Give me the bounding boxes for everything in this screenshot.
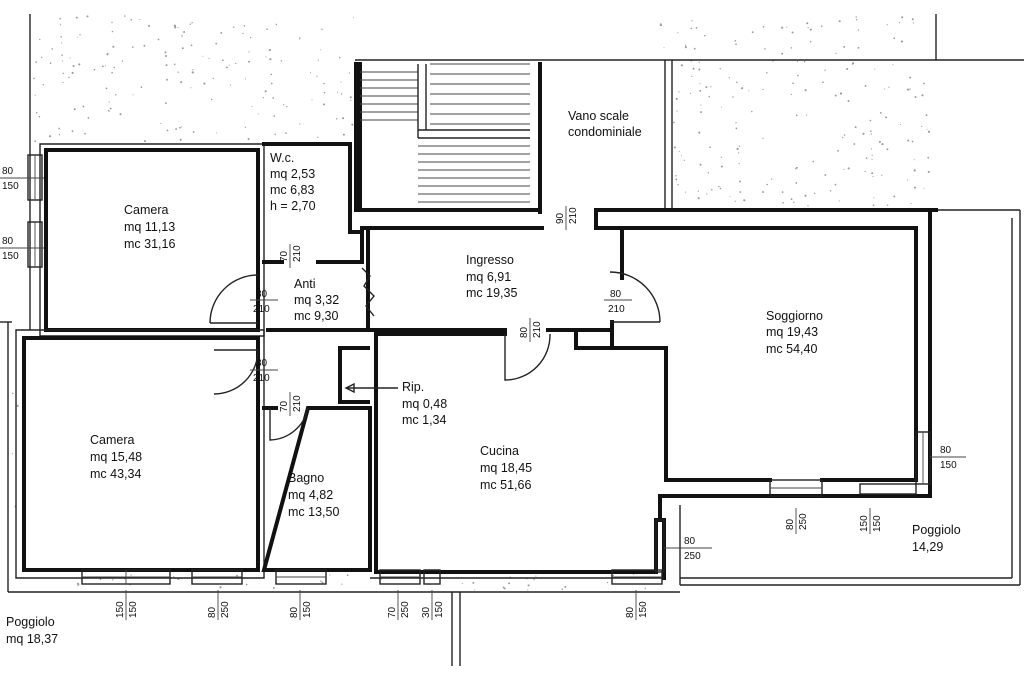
stipple-texture: [11, 15, 931, 591]
wc-mc: mc 6,83: [270, 183, 315, 197]
ingresso-mq: mq 6,91: [466, 270, 511, 284]
dim-win-cam-bot-2-h: 250: [220, 601, 231, 618]
anti-mq: mq 3,32: [294, 293, 339, 307]
soggiorno-mq: mq 19,43: [766, 325, 818, 339]
dim-win-cucina-3-h: 150: [638, 601, 649, 618]
dimension-labels-rotated: 70 210 70 210 90 210 80 210 80 250 150 1…: [115, 207, 883, 618]
dim-win-sogg-b2-h: 150: [872, 515, 883, 532]
dim-door-anti-bottom-w: 80: [256, 358, 268, 369]
dim-win-cam-top-2-h: 150: [2, 251, 19, 262]
soggiorno-name: Soggiorno: [766, 309, 823, 323]
camera-bottom-mq: mq 15,48: [90, 450, 142, 464]
poggiolo-left-name: Poggiolo: [6, 615, 55, 629]
rip-mc: mc 1,34: [402, 413, 447, 427]
bagno-name: Bagno: [288, 471, 324, 485]
dim-win-sogg-right-w: 80: [940, 445, 952, 456]
dim-door-bagno-h: 210: [292, 395, 303, 412]
cucina-name: Cucina: [480, 444, 519, 458]
anti-name: Anti: [294, 277, 316, 291]
dim-win-cam-top-1-w: 80: [2, 166, 14, 177]
dim-win-cam-bot-2-w: 80: [207, 606, 218, 618]
walls: [15, 142, 938, 580]
dim-door-anti-bottom-h: 210: [253, 373, 270, 384]
dim-win-cam-bot-h: 150: [128, 601, 139, 618]
dim-win-cam-bot-w: 150: [115, 601, 126, 618]
vano-scale-label-2: condominiale: [568, 125, 642, 139]
camera-top-mq: mq 11,13: [124, 220, 175, 234]
vano-scale-label-1: Vano scale: [568, 109, 629, 123]
dim-win-cucina-3-w: 80: [625, 606, 636, 618]
dim-door-soggiorno-w: 80: [610, 289, 622, 300]
windows: [27, 154, 931, 585]
dimension-labels: 80 150 80 150 80 210 80 210 80 210 80 15…: [2, 166, 957, 562]
rip-mq: mq 0,48: [402, 397, 447, 411]
dim-door-cucina-w: 80: [519, 326, 530, 338]
dim-win-sogg-b2-w: 150: [859, 515, 870, 532]
poggiolo-right-name: Poggiolo: [912, 523, 961, 537]
dim-win-cucina-1-w: 70: [387, 606, 398, 618]
ingresso-name: Ingresso: [466, 253, 514, 267]
wc-name: W.c.: [270, 151, 294, 165]
dim-door-entrance-w: 90: [555, 212, 566, 224]
soggiorno-mc: mc 54,40: [766, 342, 817, 356]
bagno-mq: mq 4,82: [288, 488, 333, 502]
camera-bottom-name: Camera: [90, 433, 135, 447]
camera-top-name: Camera: [124, 203, 169, 217]
dim-win-cam-top-2-w: 80: [2, 236, 14, 247]
context-lines: [0, 14, 1024, 666]
dim-win-sogg-b1-h: 250: [798, 513, 809, 530]
dim-win-bagno-h: 150: [302, 601, 313, 618]
dim-win-cucina-2-w: 30: [421, 606, 432, 618]
dim-win-cucina-1-h: 250: [400, 601, 411, 618]
stairwell: [354, 62, 542, 214]
dim-win-sogg-right-h: 150: [940, 460, 957, 471]
dim-door-bagno-w: 70: [279, 400, 290, 412]
dim-door-cucina-h: 210: [532, 321, 543, 338]
bagno-mc: mc 13,50: [288, 505, 339, 519]
anti-mc: mc 9,30: [294, 309, 339, 323]
dim-win-bagno-w: 80: [289, 606, 300, 618]
dim-win-cucina-right-w: 80: [684, 536, 696, 547]
dim-win-sogg-b1-w: 80: [785, 518, 796, 530]
dim-door-entrance-h: 210: [568, 207, 579, 224]
ingresso-mc: mc 19,35: [466, 286, 517, 300]
camera-top-mc: mc 31,16: [124, 237, 175, 251]
dim-win-cucina-2-h: 150: [434, 601, 445, 618]
door-swings: [209, 267, 661, 441]
dim-door-anti-top-h: 210: [253, 304, 270, 315]
cucina-mc: mc 51,66: [480, 478, 531, 492]
dimension-lines: [0, 177, 966, 620]
cucina-mq: mq 18,45: [480, 461, 532, 475]
dim-door-soggiorno-h: 210: [608, 304, 625, 315]
rip-name: Rip.: [402, 380, 424, 394]
poggiolo-left-mq: mq 18,37: [6, 632, 58, 646]
dim-win-cucina-right-h: 250: [684, 551, 701, 562]
dim-door-wc-h: 210: [292, 245, 303, 262]
dim-door-anti-top-w: 80: [256, 289, 268, 300]
room-labels: Vano scale condominiale W.c. mq 2,53 mc …: [6, 109, 961, 646]
camera-bottom-mc: mc 43,34: [90, 467, 141, 481]
dim-win-cam-top-1-h: 150: [2, 181, 19, 192]
wc-h: h = 2,70: [270, 199, 316, 213]
dim-door-wc-w: 70: [279, 250, 290, 262]
wc-mq: mq 2,53: [270, 167, 315, 181]
poggiolo-right-area: 14,29: [912, 540, 943, 554]
